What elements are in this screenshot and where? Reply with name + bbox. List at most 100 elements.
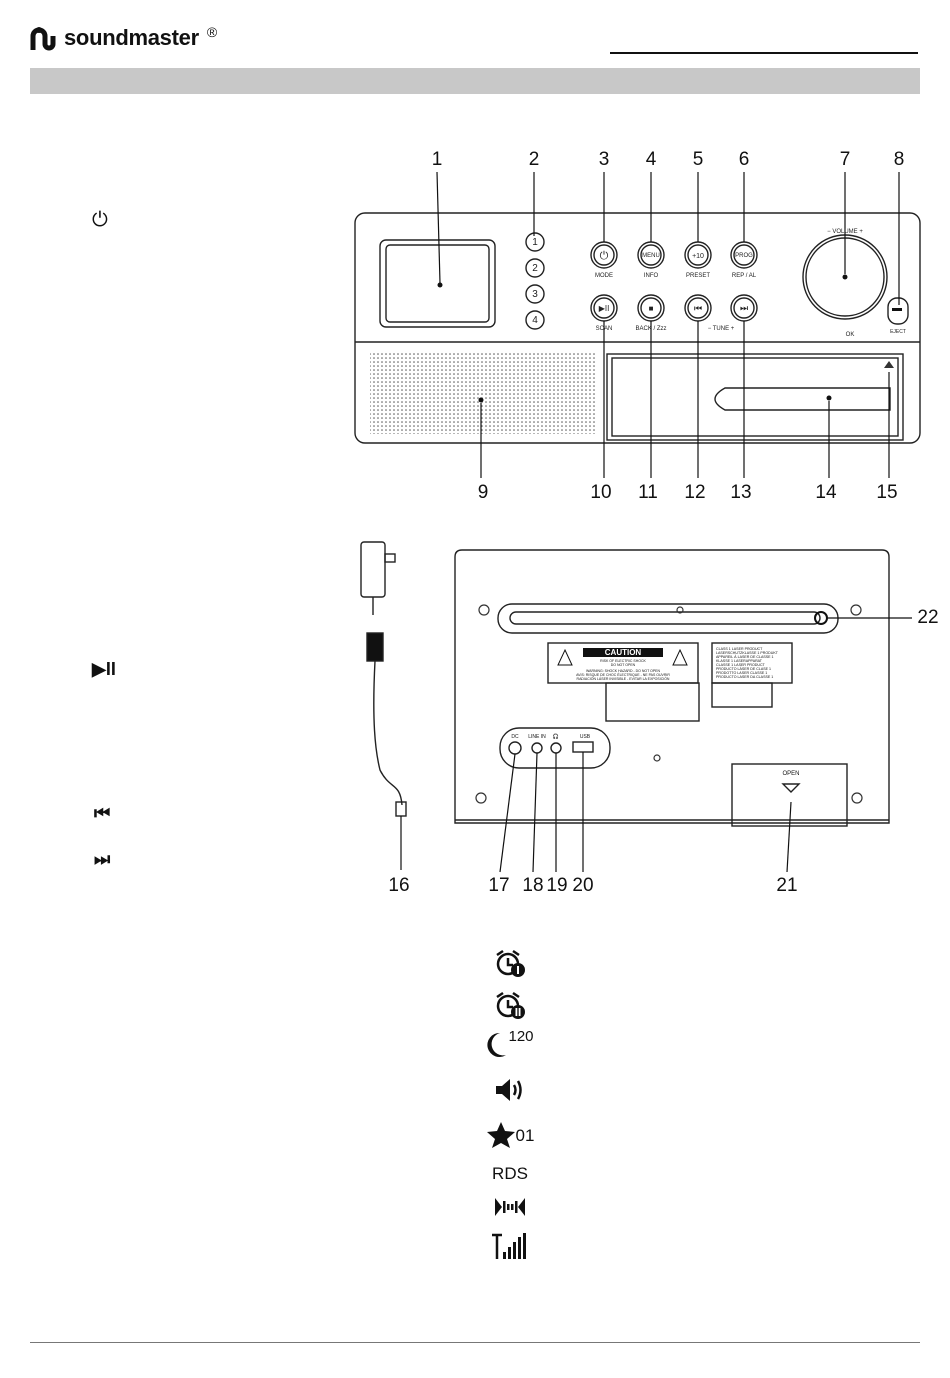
section-title-bar: [30, 68, 920, 94]
display-inner: [385, 244, 490, 323]
signal-strength-icon: [470, 1232, 550, 1264]
svg-text:2: 2: [532, 263, 538, 274]
svg-text:MODE: MODE: [595, 273, 613, 279]
callout-22: 22: [917, 607, 939, 628]
svg-text:⏮: ⏮: [694, 303, 702, 313]
svg-text:− TUNE +: − TUNE +: [708, 326, 735, 332]
svg-text:CLASS 1 LASER PRODUCT: CLASS 1 LASER PRODUCT: [716, 647, 763, 651]
svg-text:▶II: ▶II: [599, 304, 610, 313]
back-view-diagram: CAUTION RISK OF ELECTRIC SHOCK DO NOT OP…: [360, 541, 912, 873]
callout-8: 8: [893, 149, 905, 170]
svg-text:+10: +10: [692, 253, 704, 260]
svg-text:RADIACIÓN LÁSER INVISIBLE - EV: RADIACIÓN LÁSER INVISIBLE - EVITAR LA EX…: [577, 676, 670, 681]
svg-text:− VOLUME +: − VOLUME +: [827, 229, 863, 235]
front-view-diagram: 1 2 3 4 ⏻ MENU +10 PROG MODE INFO PRESET…: [354, 171, 921, 478]
back-cabinet: [454, 549, 890, 824]
soundmaster-logo-icon: [30, 27, 56, 51]
alarm-1-icon: [470, 948, 550, 982]
svg-text:USB: USB: [580, 734, 591, 740]
next-icon: ⏭: [94, 849, 111, 869]
power-adapter: [360, 541, 386, 598]
callout-14: 14: [815, 482, 837, 503]
sleep-value: 120: [508, 1028, 534, 1045]
callout-9: 9: [477, 482, 489, 503]
callout-12: 12: [684, 482, 706, 503]
callout-3: 3: [598, 149, 610, 170]
adapter-ferrite: [366, 632, 384, 662]
preset-buttons: [525, 232, 545, 330]
play-pause-icon: ▶II: [92, 659, 116, 679]
svg-text:CLASSE 1 LASER PRODUCT: CLASSE 1 LASER PRODUCT: [716, 663, 766, 667]
callout-7: 7: [839, 149, 851, 170]
jack-panel: [499, 727, 611, 769]
svg-text:PRESET: PRESET: [686, 273, 710, 279]
callout-10: 10: [590, 482, 612, 503]
speaker-grille: [370, 352, 595, 434]
bottom-row-buttons: [590, 294, 758, 322]
svg-text:REP / AL: REP / AL: [732, 273, 757, 279]
svg-text:PRODUCTO LASER DA CLASSE 1: PRODUCTO LASER DA CLASSE 1: [716, 675, 773, 679]
adapter-cable: [373, 660, 403, 806]
svg-text:PROG: PROG: [735, 253, 753, 259]
antenna-recess: [497, 603, 839, 634]
callout-15: 15: [876, 482, 898, 503]
svg-text:AVIS: RISQUE DE CHOC ÉLECTRIQU: AVIS: RISQUE DE CHOC ÉLECTRIQUE - NE PAS…: [576, 672, 670, 677]
top-row-buttons: [590, 241, 758, 269]
svg-text:KLASSE 1 LASERAPPARAT: KLASSE 1 LASERAPPARAT: [716, 659, 763, 663]
callout-20: 20: [572, 875, 594, 896]
brand-name: soundmaster: [64, 25, 199, 50]
callout-18: 18: [522, 875, 544, 896]
alarm-2-icon: [470, 990, 550, 1024]
callout-11: 11: [638, 482, 658, 503]
callout-5: 5: [692, 149, 704, 170]
svg-text:DC: DC: [511, 734, 519, 740]
callout-6: 6: [738, 149, 750, 170]
callout-16: 16: [388, 875, 410, 896]
stereo-icon: [470, 1196, 550, 1222]
volume-icon: [470, 1076, 550, 1108]
callout-4: 4: [645, 149, 657, 170]
cd-tray-outer: [606, 353, 904, 441]
svg-text:4: 4: [532, 315, 538, 326]
svg-text:3: 3: [532, 289, 538, 300]
registered-mark: ®: [206, 24, 218, 40]
svg-text:INFO: INFO: [644, 273, 659, 279]
cd-slot: [714, 387, 891, 411]
svg-text:OPEN: OPEN: [782, 771, 799, 777]
callout-21: 21: [776, 875, 798, 896]
svg-text:⏭: ⏭: [740, 303, 748, 313]
svg-text:LINE IN: LINE IN: [528, 734, 546, 740]
svg-text:WARNING: SHOCK HAZARD - DO NOT: WARNING: SHOCK HAZARD - DO NOT OPEN: [586, 669, 661, 673]
display-outer: [379, 239, 496, 328]
svg-text:⏻: ⏻: [600, 250, 609, 262]
previous-icon: ⏮: [94, 803, 111, 823]
svg-text:🎧: 🎧: [553, 733, 559, 740]
preset-icon: 01: [470, 1121, 550, 1149]
svg-text:DO NOT OPEN: DO NOT OPEN: [611, 663, 636, 667]
callout-13: 13: [730, 482, 752, 503]
svg-text:PRODUCTO LÁSER DE CLASE 1: PRODUCTO LÁSER DE CLASE 1: [716, 667, 771, 671]
rds-indicator: RDS: [492, 1164, 528, 1183]
power-icon: ⏻: [92, 209, 108, 231]
eject-button: [887, 297, 909, 325]
callout-1: 1: [431, 149, 443, 170]
callout-17: 17: [488, 875, 510, 896]
svg-text:EJECT: EJECT: [890, 329, 906, 335]
svg-text:PRODOTTO LASER CLASSE 1: PRODOTTO LASER CLASSE 1: [716, 671, 767, 675]
svg-text:■: ■: [649, 304, 654, 313]
callout-19: 19: [546, 875, 568, 896]
footer-rule: [30, 1342, 920, 1343]
svg-text:RISK OF ELECTRIC SHOCK: RISK OF ELECTRIC SHOCK: [600, 659, 646, 663]
sleep-icon: 120: [470, 1028, 550, 1060]
svg-text:1: 1: [532, 237, 538, 248]
header-rule: [610, 52, 918, 54]
front-cabinet: [354, 212, 921, 444]
preset-value: 01: [515, 1125, 535, 1145]
svg-text:OK: OK: [846, 332, 855, 338]
svg-text:SCAN: SCAN: [596, 326, 613, 332]
callout-2: 2: [528, 149, 540, 170]
svg-text:CAUTION: CAUTION: [605, 648, 642, 657]
svg-text:MENU: MENU: [642, 253, 660, 259]
brand-logo: soundmaster ®: [30, 24, 217, 52]
svg-text:LASERSCHUTZKLASSE 1 PRODUKT: LASERSCHUTZKLASSE 1 PRODUKT: [716, 651, 779, 655]
